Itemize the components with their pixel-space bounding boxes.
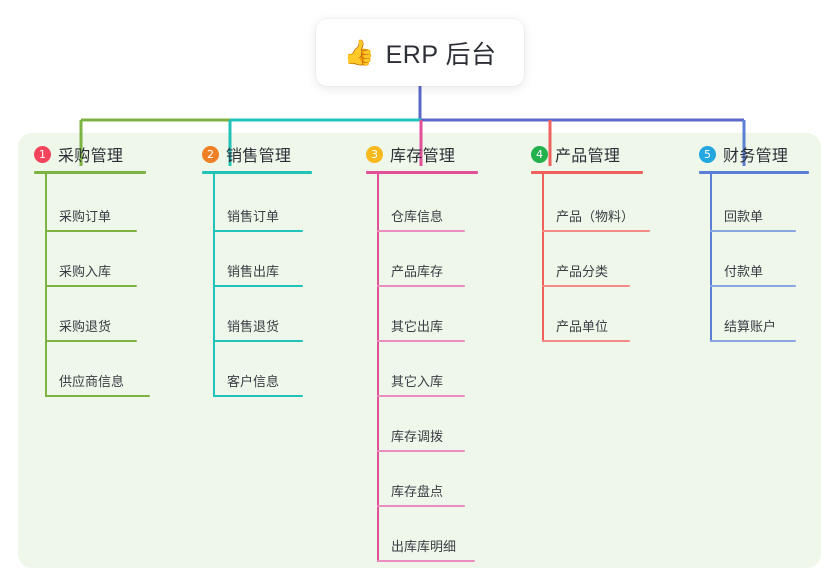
branch-3-item-5[interactable]: 库存调拨 bbox=[377, 418, 469, 452]
item-label: 结算账户 bbox=[724, 319, 777, 334]
item-label: 出库库明细 bbox=[391, 539, 457, 554]
item-label: 其它入库 bbox=[391, 374, 444, 389]
item-underline bbox=[542, 230, 650, 232]
item-label: 产品库存 bbox=[391, 264, 444, 279]
branch-title-4: 产品管理 bbox=[555, 148, 621, 165]
branch-4-item-1[interactable]: 产品（物料） bbox=[542, 198, 654, 232]
thumbs-up-emoji: 👍 bbox=[343, 38, 375, 67]
branch-columns: 1 采购管理采购订单采购入库采购退货供应商信息 2 销售管理销售订单销售出库销售退货客… bbox=[0, 133, 839, 568]
branch-2-item-2[interactable]: 销售出库 bbox=[213, 253, 307, 287]
item-label: 库存盘点 bbox=[391, 484, 444, 499]
branch-underline-1 bbox=[34, 171, 146, 174]
item-underline bbox=[377, 560, 475, 562]
item-label: 产品（物料） bbox=[556, 209, 635, 224]
branch-header-4[interactable]: 4 产品管理 bbox=[531, 142, 620, 166]
item-label: 回款单 bbox=[724, 209, 764, 224]
branch-header-5[interactable]: 5 财务管理 bbox=[699, 142, 788, 166]
branch-underline-5 bbox=[699, 171, 809, 174]
branch-2-item-4[interactable]: 客户信息 bbox=[213, 363, 307, 397]
item-label: 销售订单 bbox=[227, 209, 280, 224]
branch-title-3: 库存管理 bbox=[390, 148, 456, 165]
item-underline bbox=[377, 505, 465, 507]
branch-3-item-6[interactable]: 库存盘点 bbox=[377, 473, 469, 507]
item-label: 销售退货 bbox=[227, 319, 280, 334]
branch-header-3[interactable]: 3 库存管理 bbox=[366, 142, 455, 166]
item-label: 采购退货 bbox=[59, 319, 112, 334]
branch-badge-1: 1 bbox=[34, 145, 51, 163]
item-underline bbox=[710, 285, 796, 287]
branch-3-item-2[interactable]: 产品库存 bbox=[377, 253, 469, 287]
item-label: 仓库信息 bbox=[391, 209, 444, 224]
branch-badge-3: 3 bbox=[366, 145, 383, 163]
item-label: 采购入库 bbox=[59, 264, 112, 279]
item-label: 销售出库 bbox=[227, 264, 280, 279]
item-underline bbox=[710, 230, 796, 232]
branch-badge-5: 5 bbox=[699, 145, 716, 163]
branch-3-item-7[interactable]: 出库库明细 bbox=[377, 528, 479, 562]
branch-5-item-2[interactable]: 付款单 bbox=[710, 253, 800, 287]
branch-spine-4 bbox=[542, 171, 544, 342]
item-label: 其它出库 bbox=[391, 319, 444, 334]
branch-spine-5 bbox=[710, 171, 712, 342]
item-label: 库存调拨 bbox=[391, 429, 444, 444]
item-underline bbox=[377, 395, 465, 397]
item-underline bbox=[213, 230, 303, 232]
item-label: 产品单位 bbox=[556, 319, 609, 334]
branch-2-item-3[interactable]: 销售退货 bbox=[213, 308, 307, 342]
item-label: 供应商信息 bbox=[59, 374, 125, 389]
branch-5-item-1[interactable]: 回款单 bbox=[710, 198, 800, 232]
branch-2-item-1[interactable]: 销售订单 bbox=[213, 198, 307, 232]
branch-1-item-4[interactable]: 供应商信息 bbox=[45, 363, 154, 397]
item-label: 采购订单 bbox=[59, 209, 112, 224]
root-title: ERP 后台 bbox=[385, 40, 497, 69]
branch-spine-1 bbox=[45, 171, 47, 397]
item-underline bbox=[377, 230, 465, 232]
branch-underline-2 bbox=[202, 171, 312, 174]
branch-underline-3 bbox=[366, 171, 478, 174]
branch-3-item-4[interactable]: 其它入库 bbox=[377, 363, 469, 397]
root-node[interactable]: 👍 ERP 后台 bbox=[316, 19, 524, 86]
branch-header-2[interactable]: 2 销售管理 bbox=[202, 142, 291, 166]
branch-1-item-1[interactable]: 采购订单 bbox=[45, 198, 141, 232]
item-label: 产品分类 bbox=[556, 264, 609, 279]
branch-3-item-3[interactable]: 其它出库 bbox=[377, 308, 469, 342]
branch-header-1[interactable]: 1 采购管理 bbox=[34, 142, 123, 166]
branch-badge-2: 2 bbox=[202, 145, 219, 163]
branch-badge-4: 4 bbox=[531, 145, 548, 163]
item-underline bbox=[377, 450, 465, 452]
item-label: 客户信息 bbox=[227, 374, 280, 389]
item-underline bbox=[45, 340, 137, 342]
item-underline bbox=[213, 340, 303, 342]
item-underline bbox=[213, 285, 303, 287]
item-underline bbox=[377, 340, 465, 342]
branch-spine-2 bbox=[213, 171, 215, 397]
item-label: 付款单 bbox=[724, 264, 764, 279]
item-underline bbox=[377, 285, 465, 287]
item-underline bbox=[45, 285, 137, 287]
item-underline bbox=[542, 285, 630, 287]
branch-4-item-2[interactable]: 产品分类 bbox=[542, 253, 634, 287]
branch-1-item-3[interactable]: 采购退货 bbox=[45, 308, 141, 342]
branch-underline-4 bbox=[531, 171, 643, 174]
branch-title-1: 采购管理 bbox=[58, 148, 124, 165]
branch-3-item-1[interactable]: 仓库信息 bbox=[377, 198, 469, 232]
item-underline bbox=[45, 395, 150, 397]
branch-title-5: 财务管理 bbox=[723, 148, 789, 165]
diagram-background-panel bbox=[18, 133, 821, 568]
item-underline bbox=[710, 340, 796, 342]
item-underline bbox=[542, 340, 630, 342]
item-underline bbox=[45, 230, 137, 232]
branch-1-item-2[interactable]: 采购入库 bbox=[45, 253, 141, 287]
item-underline bbox=[213, 395, 303, 397]
branch-spine-3 bbox=[377, 171, 379, 562]
branch-4-item-3[interactable]: 产品单位 bbox=[542, 308, 634, 342]
branch-5-item-3[interactable]: 结算账户 bbox=[710, 308, 800, 342]
branch-title-2: 销售管理 bbox=[226, 148, 292, 165]
